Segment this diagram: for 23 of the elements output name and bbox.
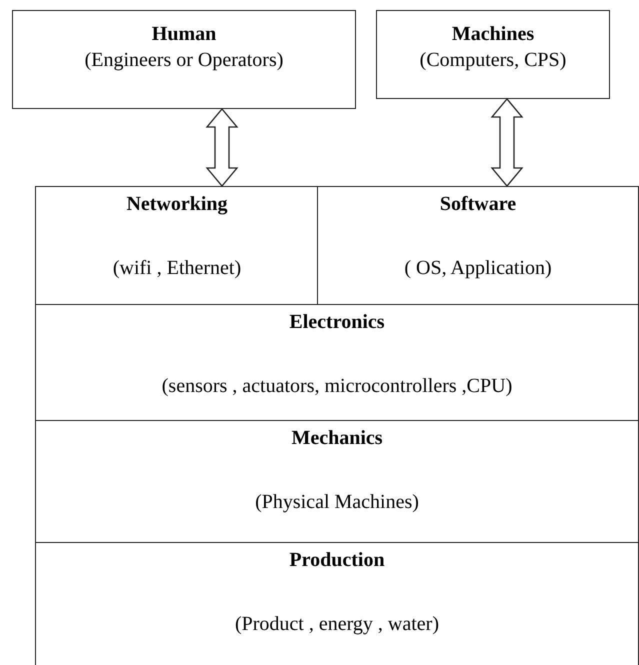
- node-description: (Product , energy , water): [234, 613, 439, 636]
- layer-box: [35, 186, 319, 306]
- node-description: (wifi , Ethernet): [112, 257, 242, 280]
- node-description: ( OS, Application): [404, 257, 552, 280]
- node-description: (Computers, CPS): [420, 49, 566, 72]
- double-arrow: [206, 108, 238, 188]
- layer-box: [35, 304, 639, 422]
- node-description: (sensors , actuators, microcontrollers ,CPU): [162, 375, 512, 398]
- node-title: Mechanics: [291, 427, 383, 450]
- node-title: Production: [289, 549, 385, 572]
- layer-box: [35, 542, 639, 665]
- actor-box: [12, 10, 356, 109]
- node-title: Networking: [126, 193, 228, 216]
- actor-box: [376, 10, 610, 99]
- node-description: (Engineers or Operators): [84, 49, 284, 72]
- node-title: Software: [440, 193, 516, 216]
- layer-box: [35, 420, 639, 544]
- node-title: Human: [152, 23, 216, 46]
- node-description: (Physical Machines): [255, 491, 419, 514]
- node-title: Machines: [452, 23, 534, 46]
- node-title: Electronics: [289, 311, 385, 334]
- double-arrow: [490, 98, 524, 188]
- layer-box: [317, 186, 639, 306]
